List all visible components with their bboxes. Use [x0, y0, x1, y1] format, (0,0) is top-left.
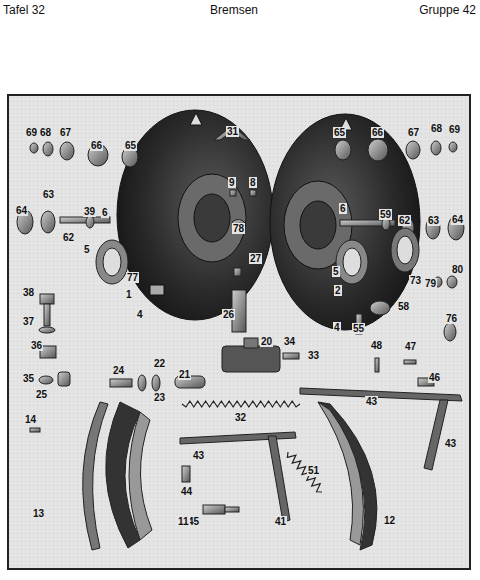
callout-number: 64	[15, 205, 28, 216]
callout-number: 13	[32, 508, 45, 519]
callout-number: 46	[428, 372, 441, 383]
callout-number: 59	[379, 209, 392, 220]
callout-number: 67	[407, 127, 420, 138]
callout-number: 65	[124, 140, 137, 151]
page-title: Bremsen	[210, 3, 258, 17]
callout-number: 1	[125, 289, 133, 300]
callout-number: 25	[35, 389, 48, 400]
callout-number: 63	[42, 189, 55, 200]
callout-number: 69	[25, 127, 38, 138]
callout-number: 5	[332, 266, 340, 277]
callout-number: 37	[22, 316, 35, 327]
callout-number: 33	[307, 350, 320, 361]
callout-number: 80	[451, 264, 464, 275]
callout-number: 55	[352, 323, 365, 334]
header-text: Tafel 32	[3, 3, 45, 17]
callout-number: 12	[383, 515, 396, 526]
backing-plates	[117, 110, 420, 330]
callout-number: 24	[112, 365, 125, 376]
levers	[180, 388, 462, 522]
callout-number: 62	[398, 215, 411, 226]
callout-number: 79	[424, 278, 437, 289]
callout-number: 68	[430, 123, 443, 134]
callout-number: 23	[153, 392, 166, 403]
callout-number: 47	[404, 341, 417, 352]
callout-number: 44	[180, 486, 193, 497]
callout-number: 41	[274, 516, 287, 527]
callout-number: 68	[39, 127, 52, 138]
callout-number: 6	[101, 207, 109, 218]
callout-number: 62	[62, 232, 75, 243]
callout-number: 32	[234, 412, 247, 423]
callout-number: 27	[249, 253, 262, 264]
callout-number: 51	[307, 465, 320, 476]
callout-number: 43	[365, 396, 378, 407]
callout-number: 5	[83, 244, 91, 255]
frame	[8, 95, 470, 569]
callout-number: 43	[192, 450, 205, 461]
callout-number: 66	[90, 140, 103, 151]
callout-number: 39	[83, 206, 96, 217]
callout-number: 64	[451, 214, 464, 225]
callout-number: 48	[370, 340, 383, 351]
callout-number: 38	[22, 287, 35, 298]
callout-number: 76	[445, 313, 458, 324]
callout-number: 4	[136, 309, 144, 320]
callout-number: 22	[153, 358, 166, 369]
callout-number: 63	[427, 215, 440, 226]
springs	[182, 401, 322, 492]
callout-number: 9	[228, 177, 236, 188]
callout-number: 21	[178, 369, 191, 380]
callout-number: 4	[333, 322, 341, 333]
small-parts	[17, 126, 464, 514]
brake-shoes	[83, 402, 377, 550]
callout-number: 43	[444, 438, 457, 449]
callout-number: 31	[226, 126, 239, 137]
callout-number: 73	[409, 275, 422, 286]
callout-number: 14	[24, 414, 37, 425]
callout-number: 77	[126, 272, 139, 283]
callout-number: 36	[30, 340, 43, 351]
callout-number: 26	[222, 309, 235, 320]
callout-number: 8	[249, 177, 257, 188]
callout-number: 20	[260, 336, 273, 347]
callout-number: 6	[339, 203, 347, 214]
callout-number: 58	[397, 301, 410, 312]
callout-number: 11	[177, 516, 190, 527]
callout-number: 78	[232, 223, 245, 234]
callout-number: 35	[22, 373, 35, 384]
callout-number: 66	[371, 127, 384, 138]
callout-number: 34	[283, 336, 296, 347]
header-text: Gruppe 42	[419, 3, 476, 17]
callout-number: 67	[59, 127, 72, 138]
callout-number: 69	[448, 124, 461, 135]
callout-number: 2	[334, 285, 342, 296]
callout-number: 65	[333, 127, 346, 138]
